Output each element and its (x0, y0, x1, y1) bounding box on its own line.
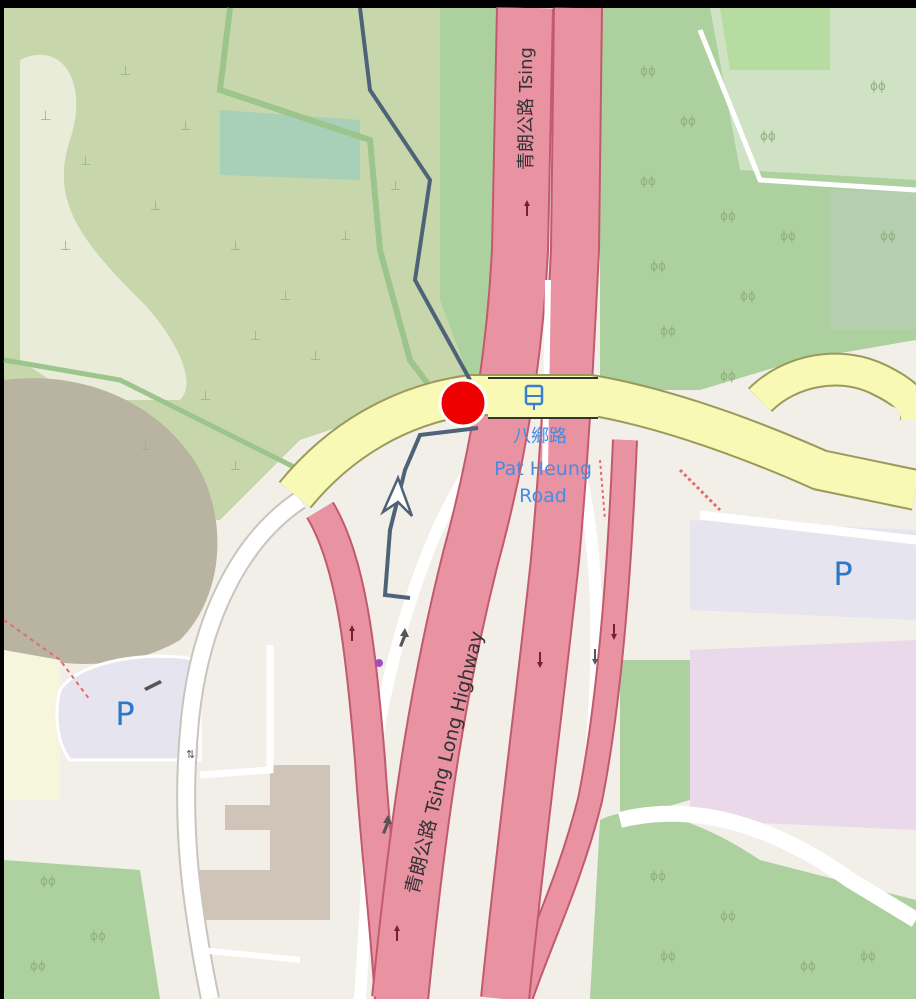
access-road-building[interactable] (199, 645, 274, 779)
one-way-arrow-icon (394, 925, 400, 941)
svg-text:ɸɸ: ɸɸ (780, 229, 796, 243)
svg-text:ɸɸ: ɸɸ (720, 909, 736, 923)
parking-icon: P (115, 695, 134, 733)
commercial-area (690, 640, 916, 830)
service-road-east[interactable] (699, 510, 916, 545)
one-way-arrow-icon (144, 680, 162, 691)
one-way-arrow-icon (592, 649, 598, 665)
service-road-southeast[interactable] (618, 805, 916, 927)
stop-name-en-line2: Road (519, 485, 567, 507)
stop-name-en-line1: Pat Heung (494, 458, 592, 480)
service-road-west[interactable] (178, 493, 305, 999)
svg-text:⊥: ⊥ (230, 459, 241, 474)
one-way-arrow-icon (611, 624, 617, 640)
svg-text:ɸɸ: ɸɸ (40, 874, 56, 888)
svg-text:ɸɸ: ɸɸ (870, 79, 886, 93)
svg-text:ɸɸ: ɸɸ (720, 209, 736, 223)
svg-text:ɸɸ: ɸɸ (650, 869, 666, 883)
svg-text:ɸɸ: ɸɸ (680, 114, 696, 128)
svg-text:⊥: ⊥ (390, 179, 401, 194)
park-boundary-west (3, 357, 302, 473)
svg-text:ɸɸ: ɸɸ (800, 959, 816, 973)
svg-text:ɸɸ: ɸɸ (880, 229, 896, 243)
svg-text:⊥: ⊥ (250, 329, 261, 344)
svg-text:ɸɸ: ɸɸ (30, 959, 46, 973)
svg-text:⊥: ⊥ (340, 229, 351, 244)
highway-northbound[interactable] (373, 7, 552, 999)
svg-text:ɸɸ: ɸɸ (640, 174, 656, 188)
water-patch (220, 110, 360, 180)
svg-text:⊥: ⊥ (180, 119, 191, 134)
svg-text:ɸɸ: ɸɸ (650, 259, 666, 273)
svg-text:⊥: ⊥ (40, 109, 51, 124)
svg-text:ɸɸ: ɸɸ (720, 369, 736, 383)
wood-strip-north (440, 8, 500, 380)
ramp-east[interactable] (509, 439, 636, 999)
parking-icon: P (833, 555, 852, 593)
svg-text:⊥: ⊥ (80, 154, 91, 169)
track-northeast (697, 29, 916, 193)
svg-text:⊥: ⊥ (140, 439, 151, 454)
access-road-south[interactable] (199, 947, 301, 963)
one-way-arrows (349, 200, 617, 941)
wood-strip-east (620, 660, 690, 820)
svg-text:⊥: ⊥ (150, 199, 161, 214)
one-way-arrow-icon (399, 628, 409, 647)
one-way-arrow-icon (349, 625, 355, 641)
building-wing (225, 805, 300, 830)
svg-text:ɸɸ: ɸɸ (740, 289, 756, 303)
wood-area-southeast (590, 812, 916, 999)
pat-heung-loop[interactable] (749, 354, 916, 422)
svg-text:⊥: ⊥ (280, 289, 291, 304)
wood-area-southwest (4, 860, 160, 999)
svg-text:ɸɸ: ɸɸ (640, 64, 656, 78)
one-way-arrow-icon (382, 815, 392, 834)
bus-stop-icon[interactable] (524, 384, 544, 410)
quarry-area (4, 378, 218, 664)
clearing-west (20, 54, 187, 400)
boundary-dash-mid (599, 459, 606, 521)
svg-text:ɸɸ: ɸɸ (760, 129, 776, 143)
parking-area-east (690, 520, 916, 620)
tree-symbols: ɸɸ ɸɸ ɸɸ ɸɸ ɸɸ ɸɸ ɸɸ ɸɸ ɸɸ ɸɸ ɸɸ ɸɸ ɸɸ ɸɸ ɸɸ ɸɸ ɸɸ ɸ… (30, 64, 896, 973)
svg-text:ɸɸ: ɸɸ (90, 929, 106, 943)
svg-text:⊥: ⊥ (310, 349, 321, 364)
direction-arrow-icon (380, 474, 414, 517)
farmland-west (4, 650, 60, 800)
poi-dot[interactable] (375, 659, 383, 667)
footpath[interactable] (358, 7, 472, 381)
svg-text:ɸɸ: ɸɸ (860, 949, 876, 963)
slip-arrows (144, 628, 598, 834)
highway-southbound[interactable] (482, 7, 601, 999)
svg-text:⊥: ⊥ (120, 64, 131, 79)
scrub-symbols: ⊥ ⊥ ⊥ ⊥ ⊥ ⊥ ⊥ ⊥ ⊥ ⊥ ⊥ ⊥ ⊥ ⊥ ⊥ (40, 64, 401, 474)
svg-text:ɸɸ: ɸɸ (660, 324, 676, 338)
wood-patch-east (830, 190, 916, 330)
location-marker-icon[interactable] (438, 378, 488, 428)
svg-text:⊥: ⊥ (230, 239, 241, 254)
loop-interior (810, 398, 900, 460)
building-main (200, 765, 330, 920)
stop-name-zh: 八鄉路 (513, 426, 567, 447)
park-boundary (216, 7, 443, 402)
svg-text:ɸɸ: ɸɸ (660, 949, 676, 963)
svg-text:⊥: ⊥ (60, 239, 71, 254)
one-way-arrow-icon (537, 652, 543, 668)
grass-patch (720, 8, 830, 70)
two-way-marker: ⇅ (186, 748, 195, 761)
one-way-arrow-icon (524, 200, 530, 216)
highway-label-top: 青朗公路 Tsing (516, 47, 537, 170)
svg-text:⊥: ⊥ (200, 389, 211, 404)
